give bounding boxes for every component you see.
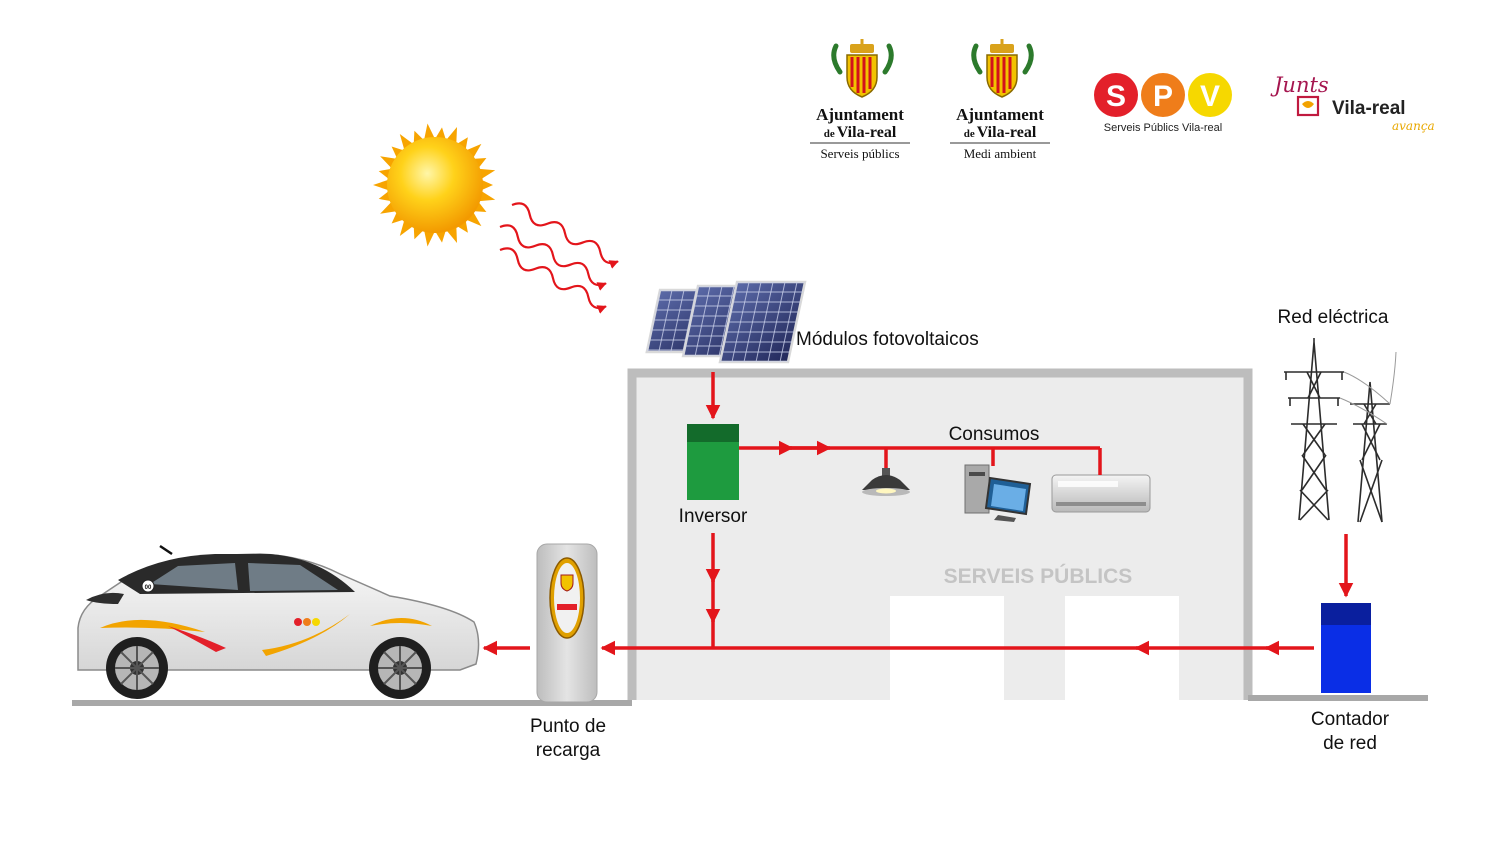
car-wheel-rear xyxy=(369,637,431,699)
charger-label-line1: Punto de xyxy=(530,716,606,737)
junts-heart-icon xyxy=(1296,95,1320,117)
junts-tag-text: avança xyxy=(1392,119,1435,133)
spv-circle-s xyxy=(1094,73,1138,117)
sun-flame xyxy=(465,211,482,227)
computer-icon xyxy=(964,464,1032,522)
solar-panels-icon xyxy=(645,280,807,364)
sun-flame xyxy=(456,219,468,233)
spv-circle-p xyxy=(1141,73,1185,117)
building-door-1 xyxy=(890,596,1004,706)
coat-of-arms-icon xyxy=(971,39,1034,98)
sun-flame xyxy=(435,127,446,141)
junts-top-text: Junts xyxy=(1270,73,1329,97)
sun-flame xyxy=(480,179,493,191)
sun-flame xyxy=(478,190,496,202)
spv-letter-s: S xyxy=(1106,80,1126,113)
building: SERVEIS PÚBLICS xyxy=(627,368,1253,706)
ajuntament-1-line1: Ajuntament xyxy=(816,105,904,124)
sun-flame xyxy=(424,123,435,141)
consumption-label: Consumos xyxy=(949,424,1040,445)
ajuntament-2-sub: Medi ambient xyxy=(964,146,1037,161)
car-wheel-front xyxy=(106,637,168,699)
ajuntament-1-sub: Serveis públics xyxy=(820,146,899,161)
electric-car: 00 xyxy=(77,544,480,699)
spv-letter-v: V xyxy=(1200,80,1220,113)
car-badge: 00 xyxy=(145,585,152,591)
spv-caption: Serveis Públics Vila-real xyxy=(1104,122,1222,134)
inverter-label: Inversor xyxy=(679,506,748,527)
sun-rays xyxy=(499,202,619,314)
sun-flame xyxy=(456,137,468,151)
sun-flame xyxy=(435,229,446,243)
sun-icon xyxy=(373,123,496,247)
meter-label-line1: Contador xyxy=(1311,709,1390,730)
ajuntament-2-line1: Ajuntament xyxy=(956,105,1044,124)
charger-label-line2: recarga xyxy=(536,740,601,761)
grid-label: Red eléctrica xyxy=(1278,307,1389,328)
spv-letter-p: P xyxy=(1153,80,1173,113)
charging-station xyxy=(536,543,598,703)
meter-box xyxy=(1321,603,1371,693)
junts-main-text: Vila-real xyxy=(1332,98,1406,119)
sun-flame xyxy=(424,229,435,247)
spv-circle-v xyxy=(1188,73,1232,117)
sun-flame xyxy=(478,168,496,180)
air-conditioner-icon xyxy=(1051,474,1151,513)
energy-flow xyxy=(482,372,1354,656)
coat-of-arms-icon xyxy=(831,39,894,98)
sun-flame xyxy=(391,146,405,159)
inverter-box xyxy=(687,424,739,500)
building-label: SERVEIS PÚBLICS xyxy=(944,564,1133,588)
building-door-2 xyxy=(1065,596,1179,706)
panels-label: Módulos fotovoltaicos xyxy=(796,329,979,350)
sun-flame xyxy=(391,211,405,224)
sun-flame xyxy=(373,179,390,191)
logo-junts-vila-real: Junts Vila-real avança xyxy=(1270,73,1435,133)
logo-spv: S P V Serveis Públics Vila-real xyxy=(1094,73,1232,134)
meter-label-line2: de red xyxy=(1323,733,1377,754)
power-pylon-icon xyxy=(1284,338,1397,523)
sun-flame xyxy=(465,143,482,159)
lamp-icon xyxy=(862,468,910,496)
